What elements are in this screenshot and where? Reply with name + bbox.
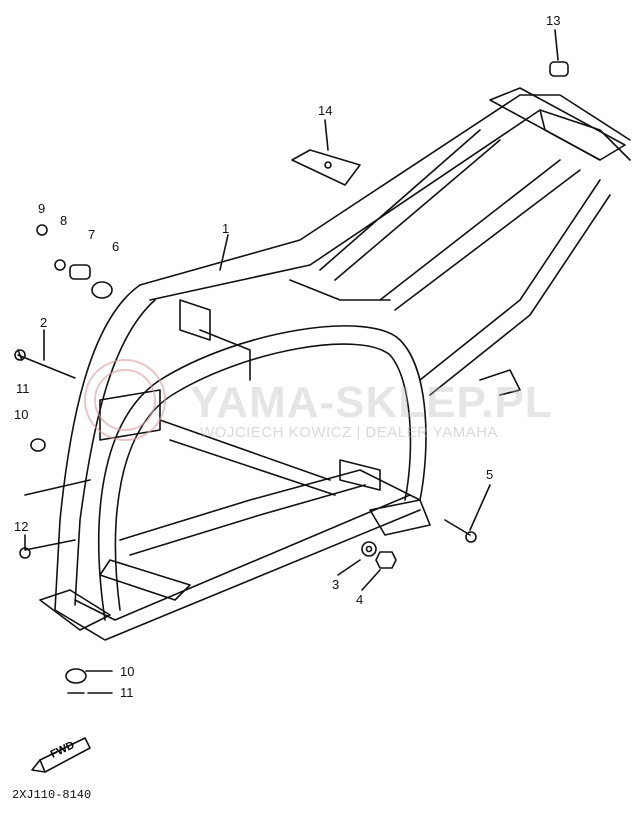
front-loop-outer [54, 284, 141, 611]
rear-bracket [539, 109, 601, 161]
lower-rear-rail [419, 179, 601, 381]
watermark-main: YAMA-SKLEP.PL [190, 378, 553, 427]
bolt-2-head [14, 349, 26, 361]
upper-diagonal-2 [334, 139, 501, 281]
grommet-10-lower [65, 668, 87, 684]
main-loop-outer [98, 325, 427, 621]
rear-mount-bracket [369, 499, 431, 536]
leader-12 [24, 534, 76, 551]
washer-3-hole [365, 545, 373, 553]
left-gusset [99, 389, 161, 441]
top-rail-right [149, 109, 631, 301]
side-bracket [479, 369, 521, 396]
bottom-rail-outer [54, 509, 421, 641]
cap-13 [549, 61, 569, 77]
bolt-9 [36, 224, 48, 236]
part-number-7: 7 [88, 227, 96, 242]
part-number-13: 13 [546, 13, 561, 28]
leader-1 [219, 234, 229, 271]
part-number-11-lower: 11 [120, 685, 134, 700]
grommet-10-left [30, 438, 46, 452]
cross-bar-4 [179, 299, 211, 341]
part-number-1: 1 [222, 221, 230, 236]
washer-8 [54, 259, 66, 271]
bolt-5 [444, 519, 471, 536]
cross-bar-2 [169, 439, 336, 496]
collar-7 [69, 264, 91, 280]
fwd-arrow-icon [31, 737, 91, 773]
part-number-5: 5 [486, 467, 494, 482]
bottom-rail-inner [74, 494, 411, 621]
part-number-4: 4 [356, 592, 364, 607]
part-number-12: 12 [14, 519, 29, 534]
part-number-2: 2 [40, 315, 48, 330]
bottom-cross [39, 589, 111, 631]
main-loop-inner [114, 343, 412, 611]
washer-3 [361, 541, 377, 557]
part-number-8: 8 [60, 213, 68, 228]
upper-diagonal-4 [394, 169, 581, 311]
leader-14 [324, 119, 329, 151]
nut-4 [375, 551, 397, 569]
watermark-logo [84, 359, 166, 441]
part-number-10-left: 10 [14, 407, 29, 422]
plate-14 [291, 149, 361, 186]
leader-2b [24, 479, 91, 496]
cross-bar-1 [159, 419, 331, 481]
engine-cradle-2 [129, 484, 366, 556]
upper-diagonal-3 [379, 159, 561, 301]
plate-14-hole [324, 161, 332, 169]
footrest-plate [99, 559, 191, 601]
bolt-2 [17, 349, 76, 379]
leader-13 [554, 29, 559, 61]
cross-bar-5 [289, 279, 391, 301]
leader-3 [337, 559, 361, 576]
front-loop-inner [74, 299, 156, 606]
part-number-3: 3 [332, 577, 340, 592]
upper-diagonal-1 [319, 129, 481, 271]
engine-cradle [119, 469, 421, 541]
part-number-11-left: 11 [16, 381, 30, 396]
bushing-6 [91, 281, 113, 299]
part-number-6: 6 [112, 239, 120, 254]
top-rail-left [139, 94, 631, 286]
drawing-code: 2XJ110-8140 [12, 788, 92, 802]
shock-mount [339, 459, 381, 491]
bolt-5-head [465, 531, 477, 543]
leader-5 [469, 484, 491, 531]
leader-4 [361, 569, 381, 591]
part-number-10-lower: 10 [120, 664, 135, 679]
part-number-14: 14 [318, 103, 333, 118]
washer-12 [19, 547, 31, 559]
lower-rear-rail-2 [429, 194, 611, 396]
cross-bar-3 [199, 329, 251, 381]
part-number-9: 9 [38, 201, 46, 216]
watermark-sub: WOJCIECH KOWICZ | DEALER YAMAHA [200, 424, 499, 441]
